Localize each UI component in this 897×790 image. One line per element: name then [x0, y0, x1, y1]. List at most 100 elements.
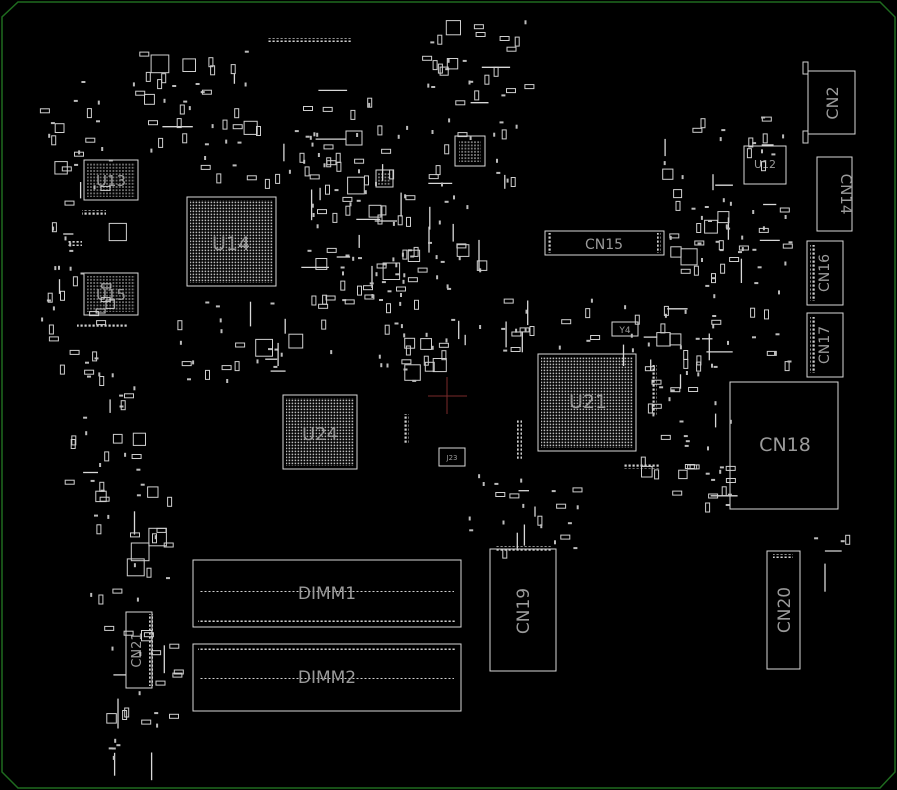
- ic-footprint: [673, 189, 683, 199]
- passive-footprint: [377, 125, 383, 136]
- passive-footprint: [784, 361, 790, 372]
- passive-footprint: [69, 349, 80, 355]
- passive-footprint: [163, 542, 174, 548]
- dimm-slot-1[interactable]: DIMM1: [192, 559, 462, 628]
- chip-u14[interactable]: U14: [186, 196, 277, 287]
- chip-u21[interactable]: U21: [537, 353, 637, 452]
- connector-cn17[interactable]: CN17: [806, 312, 844, 378]
- pad-smd: [316, 132, 319, 137]
- connector-cn16[interactable]: CN16: [806, 240, 844, 306]
- passive-footprint: [506, 88, 516, 94]
- chip-u24[interactable]: U24: [282, 394, 358, 470]
- pad-smd: [81, 81, 86, 83]
- passive-footprint: [405, 345, 411, 356]
- ic-footprint: [445, 20, 461, 36]
- pad-smd: [663, 161, 666, 166]
- passive-footprint: [169, 713, 179, 719]
- pad-smd: [312, 213, 315, 217]
- connector-cn2[interactable]: CN2: [802, 61, 856, 144]
- pad-smd: [446, 284, 449, 289]
- pad-smd: [54, 266, 57, 271]
- pad-smd: [496, 158, 498, 163]
- passive-footprint: [51, 135, 57, 146]
- pad-smd: [225, 139, 228, 144]
- pad-smd: [99, 463, 102, 467]
- passive-footprint: [342, 196, 353, 202]
- pad-smd: [466, 205, 469, 210]
- passive-footprint: [205, 369, 210, 380]
- connector-cn20[interactable]: CN20: [766, 550, 801, 670]
- pad-smd: [311, 142, 314, 147]
- passive-footprint: [99, 496, 110, 502]
- ic-footprint: [255, 338, 273, 357]
- connector-cn15[interactable]: CN15: [544, 230, 665, 256]
- pad-smd: [85, 361, 89, 364]
- pad-smd: [669, 235, 672, 240]
- passive-footprint: [246, 175, 257, 181]
- ic-footprint: [656, 332, 671, 347]
- connector-cn21[interactable]: CN21: [125, 611, 153, 689]
- ic-footprint: [641, 465, 653, 478]
- pad-smd: [268, 348, 272, 351]
- passive-footprint: [572, 487, 583, 493]
- pad-smd: [132, 82, 135, 87]
- pad-smd: [64, 236, 67, 241]
- pad-smd: [316, 224, 319, 229]
- passive-footprint: [95, 308, 106, 314]
- pad-smd: [386, 363, 389, 368]
- jumper-j23[interactable]: J23: [438, 447, 466, 467]
- passive-footprint: [495, 492, 506, 497]
- pad-smd: [244, 50, 249, 53]
- connector-cn19[interactable]: CN19: [489, 546, 557, 672]
- ic-footprint: [147, 486, 159, 498]
- passive-footprint: [675, 200, 681, 211]
- chip-u13[interactable]: U13: [83, 159, 139, 201]
- passive-footprint: [694, 240, 705, 246]
- ic-footprint: [404, 364, 421, 381]
- passive-footprint: [529, 326, 535, 336]
- passive-footprint: [663, 305, 669, 316]
- passive-footprint: [672, 490, 683, 496]
- passive-footprint: [70, 439, 76, 449]
- passive-footprint: [501, 129, 507, 140]
- connector-cn18[interactable]: CN18: [729, 381, 839, 510]
- pad-smd: [90, 479, 95, 482]
- passive-footprint: [634, 314, 640, 325]
- label-dimm2: DIMM2: [298, 668, 356, 688]
- passive-footprint: [96, 320, 107, 326]
- passive-footprint: [402, 249, 408, 260]
- pad-smd: [435, 255, 438, 260]
- label-cn19: CN19: [514, 588, 534, 634]
- passive-footprint: [60, 290, 65, 301]
- passive-footprint: [221, 365, 232, 371]
- passive-footprint: [131, 454, 142, 459]
- ic-footprint: [130, 542, 150, 562]
- pad-smd: [445, 338, 448, 343]
- dimm-slot-2[interactable]: DIMM2: [192, 643, 462, 712]
- pad-smd: [652, 412, 655, 417]
- pad-smd: [468, 516, 471, 521]
- passive-footprint: [120, 400, 126, 411]
- pad-smd: [288, 169, 291, 174]
- chip-u15[interactable]: U15: [83, 272, 139, 316]
- label-j23: J23: [446, 454, 458, 462]
- pad-smd: [436, 275, 439, 280]
- ic-footprint: [432, 358, 447, 373]
- pad-smd: [80, 272, 85, 275]
- passive-footprint: [696, 361, 702, 372]
- pad-smd: [375, 272, 378, 277]
- passive-footprint: [683, 350, 689, 360]
- ic-footprint: [182, 58, 196, 73]
- pad-smd: [479, 325, 482, 329]
- pad-smd: [371, 294, 374, 298]
- pad-smd: [85, 431, 88, 436]
- pad-smd: [394, 322, 399, 325]
- pad-smd: [590, 298, 593, 303]
- connector-cn14[interactable]: CN14: [816, 156, 855, 232]
- crystal-y4[interactable]: Y4: [611, 321, 639, 337]
- top-header: [268, 38, 352, 42]
- pad-smd: [58, 265, 60, 270]
- label-cn14: CN14: [837, 174, 855, 215]
- pad-smd: [428, 241, 432, 244]
- pad-smd: [412, 379, 417, 382]
